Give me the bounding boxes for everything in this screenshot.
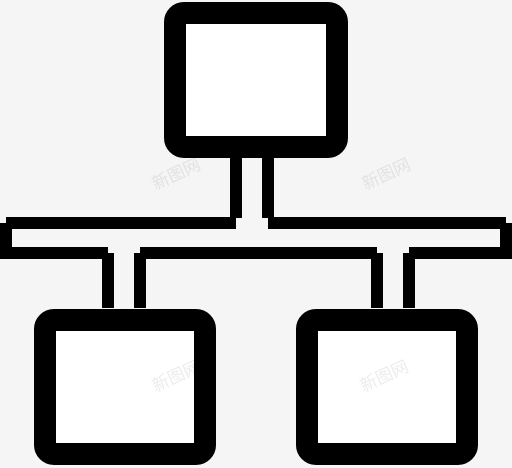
right-connector [371, 253, 415, 308]
top-connector [230, 158, 274, 218]
left-connector [102, 253, 146, 308]
bottom-left-node-box [34, 309, 216, 465]
bottom-right-node-box [296, 309, 478, 465]
top-node-box [164, 2, 348, 158]
network-bus [0, 217, 512, 259]
